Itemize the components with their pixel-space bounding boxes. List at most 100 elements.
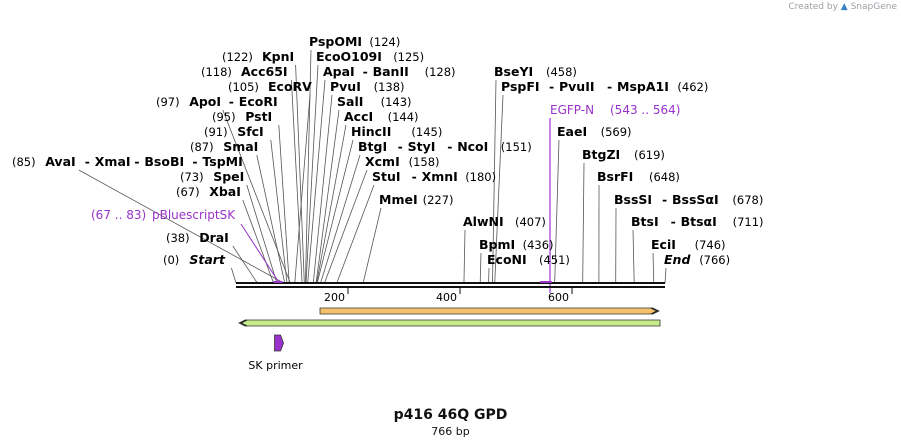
site-connector	[652, 252, 655, 284]
site-position: (619)	[634, 148, 665, 162]
site-connector	[316, 124, 347, 284]
primer-label: SK primer	[248, 359, 303, 372]
site-label: (648)BsrFI	[597, 169, 680, 184]
enzyme-name: Acc65I	[241, 64, 288, 79]
enzyme-name: XbaI	[209, 184, 241, 199]
site-connector	[242, 199, 274, 284]
site-separator: -	[607, 79, 612, 94]
enzyme-name: EciI	[651, 237, 676, 252]
feature-name: EGFP-N	[550, 103, 594, 117]
site-label: (143) SalI	[337, 94, 412, 109]
feature-range: (67 .. 83)	[91, 208, 146, 222]
site-separator: -	[662, 192, 667, 207]
feature-name: pBluescriptSK	[152, 208, 236, 222]
feature-connector	[240, 223, 279, 282]
site-separator: -	[447, 139, 452, 154]
site-label: (678)BssSI-BssSαI	[614, 192, 763, 207]
site-connector-lines	[78, 49, 667, 293]
site-position: (38)	[166, 231, 190, 245]
site-label: (38)DraI	[166, 230, 229, 245]
enzyme-name: BtsI	[631, 214, 659, 229]
site-connector	[312, 94, 333, 284]
enzyme-name: SalI	[337, 94, 363, 109]
site-separator: -	[412, 169, 417, 184]
site-separator: -	[192, 154, 197, 169]
enzyme-name: AlwNI	[463, 214, 504, 229]
enzyme-name: BssSαI	[672, 192, 719, 207]
snapgene-credit: Created by ▲ SnapGene	[788, 2, 897, 12]
site-connector	[291, 79, 303, 284]
site-separator: -	[671, 214, 676, 229]
enzyme-name: XcmI	[365, 154, 400, 169]
site-position: (118)	[201, 65, 232, 79]
enzyme-name: SpeI	[213, 169, 244, 184]
site-label: (746)EciI	[651, 237, 726, 252]
site-label: (145) HincII	[351, 124, 442, 139]
site-label: (138) PvuI	[330, 79, 405, 94]
enzyme-name: ApoI	[189, 94, 221, 109]
enzyme-name: MspA1I	[617, 79, 669, 94]
site-label: (124)PspOMI	[309, 34, 400, 49]
site-connector	[494, 94, 504, 284]
credit-app: SnapGene	[850, 2, 897, 12]
site-connector	[305, 64, 319, 284]
site-connector	[664, 267, 667, 284]
site-position: (462)	[677, 80, 708, 94]
site-separator: -	[398, 139, 403, 154]
site-labels: (0)Start(38)DraI(67)XbaI(73)SpeI(85)AvaI…	[12, 34, 764, 267]
ruler-tick-label: 200	[324, 291, 345, 304]
ruler-tick-label: 600	[548, 291, 569, 304]
site-label: (97)ApoI-EcoRI	[156, 94, 278, 109]
site-separator: -	[229, 94, 234, 109]
site-label: (122)KpnI	[222, 49, 294, 64]
site-label: (462)PspFI-PvuII-MspA1I	[501, 79, 708, 94]
site-label: (91)SfcI	[204, 124, 264, 139]
site-label: (105)EcoRV	[228, 79, 312, 94]
ruler-tick-label: 400	[436, 291, 457, 304]
sequence-backbone: 200 400 600	[236, 282, 665, 304]
site-label: (67)XbaI	[176, 184, 241, 199]
enzyme-name: AccI	[344, 109, 373, 124]
site-position: (451)	[539, 253, 570, 267]
site-connector	[270, 139, 288, 284]
enzyme-name: EcoO109I	[316, 49, 382, 64]
enzyme-name: BpmI	[479, 237, 515, 252]
orange-feature-arrowhead	[650, 307, 659, 315]
site-position: (145)	[411, 125, 442, 139]
site-position: (143)	[381, 95, 412, 109]
feature-range: (543 .. 564)	[610, 103, 680, 117]
site-connector	[554, 139, 560, 284]
sequence-feature-label: EGFP-N (543 .. 564)	[550, 103, 680, 117]
site-position: (95)	[212, 110, 236, 124]
sequence-feature-label: (67 .. 83) pBluescriptSK	[91, 208, 236, 222]
site-position: (144)	[388, 110, 419, 124]
enzyme-name: ApaI	[323, 64, 355, 79]
enzyme-name: BtgZI	[582, 147, 620, 162]
site-label: (95)PstI	[212, 109, 272, 124]
enzyme-name: XmnI	[422, 169, 458, 184]
site-position: (138)	[374, 80, 405, 94]
enzyme-name: HincII	[351, 124, 391, 139]
enzyme-name: EaeI	[557, 124, 587, 139]
site-position: (125)	[393, 50, 424, 64]
site-label: (451)EcoNI	[487, 252, 570, 267]
enzyme-name: BtsαI	[681, 214, 717, 229]
site-position: (128)	[425, 65, 456, 79]
enzyme-name: PspOMI	[309, 34, 362, 49]
site-label: (118) Acc65I	[201, 64, 288, 79]
enzyme-name: StuI	[372, 169, 401, 184]
site-connector	[362, 207, 382, 284]
site-position: (436)	[523, 238, 554, 252]
feature-arrows: SK primer	[238, 281, 661, 372]
site-separator: -	[85, 154, 90, 169]
site-connector	[231, 267, 237, 284]
site-connector	[315, 109, 340, 284]
site-label: (128)ApaI-BanII	[323, 64, 456, 79]
site-label: (436) BpmI	[479, 237, 554, 252]
site-position: (91)	[204, 125, 228, 139]
site-position: (678)	[732, 193, 763, 207]
primer-arrow	[274, 334, 284, 352]
site-position: (85)	[12, 155, 36, 169]
enzyme-name: PvuI	[330, 79, 361, 94]
